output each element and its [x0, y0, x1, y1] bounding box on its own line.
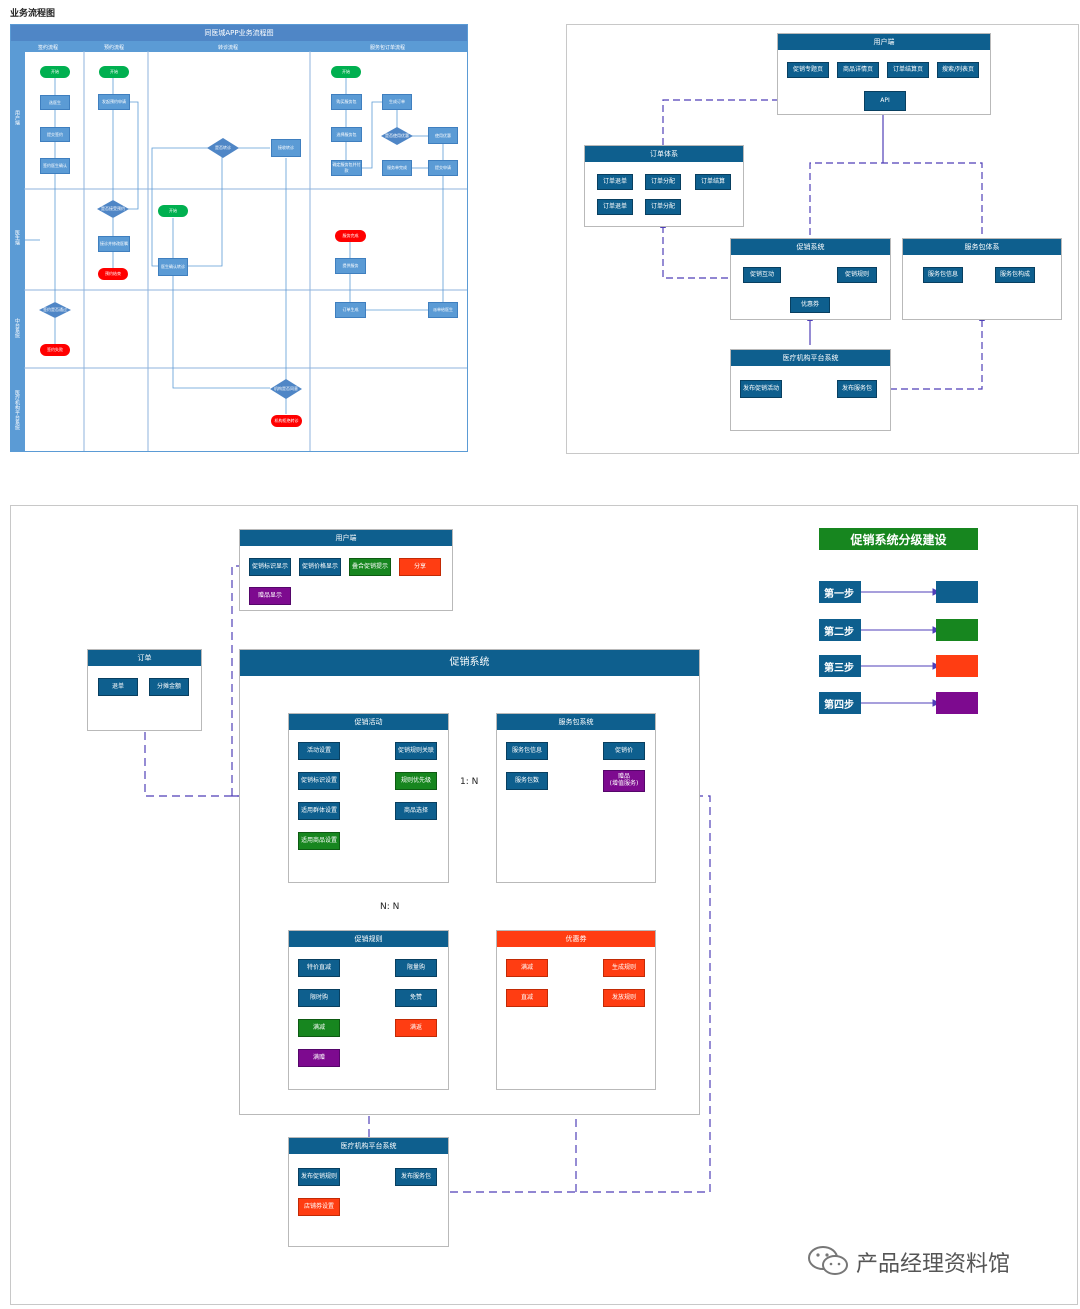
arch2-medical-platform: 医疗机构平台系统 发布促销规则 发布服务包 店铺券设置	[288, 1137, 449, 1247]
swimlane-select-package: 选择服务包	[331, 127, 362, 142]
swimlane-decision-referral	[207, 138, 239, 158]
swimlane-title: 同医城APP业务流程图	[11, 25, 467, 41]
swimlane-order-done: 服务单完成	[382, 160, 412, 176]
swimlane-appointment-request: 发起预约申请	[98, 94, 130, 110]
swimlane-decision-appointment	[97, 200, 129, 218]
arch2-promo-activity: 促销活动 活动设置 促销规则关联 促销标识设置 规则优先级 适用群体设置 商品选…	[288, 713, 449, 883]
swimlane-row-user: 用户端	[14, 110, 20, 125]
swimlane-submit-sign: 提交签约	[40, 127, 70, 142]
swimlane-sign-fail: 签约失败	[40, 344, 70, 356]
swimlane-service-done: 服务完成	[335, 230, 366, 242]
arch2-share: 分享	[399, 558, 441, 576]
swimlane-doctor-confirm: 签约医生确认	[40, 158, 70, 174]
arch2-order: 订单 退单 分摊金额	[87, 649, 202, 731]
arch1-promo-page: 促销专题页	[787, 62, 829, 78]
swimlane-doctor-referral: 医生确认转诊	[158, 258, 188, 276]
arch2-coupon: 优惠券 满减 生成规则 直减 发放规则	[496, 930, 656, 1090]
legend-step-1: 第一步	[819, 581, 861, 603]
watermark-text: 产品经理资料馆	[856, 1252, 1011, 1277]
legend-step-4: 第四步	[819, 692, 861, 714]
swimlane-submit-request: 提交申请	[428, 160, 458, 176]
swimlane-receive-referral: 接收转诊	[271, 139, 301, 157]
legend-arrows	[860, 588, 941, 707]
arch2-promo-rule: 促销规则 特价直减 限量购 限时购 免赞 满减 满返 满赠	[288, 930, 449, 1090]
relation-one-to-many: 1: N	[460, 777, 479, 787]
arch2-combined-promo-hint: 叠合促销提示	[349, 558, 391, 576]
legend-step-3: 第三步	[819, 655, 861, 677]
arch2-service-package: 服务包系统 服务包信息 促销价 服务包数 赠品 (增值服务)	[496, 713, 656, 883]
relation-many-to-many: N: N	[380, 902, 400, 912]
wechat-icon	[808, 1246, 848, 1275]
swimlane-referral-reject: 机构拒绝转诊	[271, 415, 302, 427]
legend-title: 促销系统分级建设	[819, 528, 978, 550]
swimlane-row-middle: 中台系统	[14, 318, 20, 338]
swimlane-use-discount: 使用优惠	[428, 127, 458, 144]
legend-swatch-2	[936, 619, 978, 641]
arch1-checkout-page: 订单结算页	[887, 62, 929, 78]
swimlane-start-referral: 开始	[158, 205, 188, 217]
arch1-medical-platform: 医疗机构平台系统 发布促销活动 发布服务包	[730, 349, 891, 431]
swimlane-start-appointment: 开始	[99, 66, 129, 78]
swimlane-row-doctor: 医生端	[14, 230, 20, 245]
arch2-promo-price-display: 促销价格显示	[299, 558, 341, 576]
legend-swatch-1	[936, 581, 978, 603]
arch1-detail-page: 商品详情页	[837, 62, 879, 78]
arch2-user-end: 用户端 促销标识显示 促销价格显示 叠合促销提示 分享 赠品显示	[239, 529, 453, 611]
swimlane-order-generated: 订单生成	[335, 302, 366, 318]
legend-swatch-4	[936, 692, 978, 714]
swimlane-buy-package: 购买服务包	[331, 94, 362, 110]
swimlane-decision-institution	[270, 379, 302, 399]
arch1-api: API	[864, 91, 906, 111]
swimlane-start-sign: 开始	[40, 66, 70, 78]
arch1-search-page: 搜索/列表页	[937, 62, 979, 78]
swimlane-start-package: 开始	[331, 66, 361, 78]
swimlane-decision-discount	[381, 127, 413, 145]
swimlane-decision-sign	[39, 302, 71, 318]
swimlane-pay-package: 确定服务包并付款	[331, 160, 362, 176]
arch1-order-system: 订单体系 订单退单 订单分配 订单结算 订单退单 订单分配	[584, 145, 744, 227]
swimlane-column-referral: 转诊流程	[218, 45, 239, 51]
swimlane-column-sign: 签约流程	[38, 45, 59, 51]
arch1-user-end: 用户端 促销专题页 商品详情页 订单结算页 搜索/列表页 API	[777, 33, 991, 115]
swimlane-create-order: 生成订单	[382, 94, 412, 110]
swimlane-row-medical: 医疗机构平台系统	[14, 390, 20, 430]
arch2-promo-label-display: 促销标识显示	[249, 558, 291, 576]
legend-swatch-3	[936, 655, 978, 677]
arch1-service-package: 服务包体系 服务包信息 服务包构成	[902, 238, 1062, 320]
arch1-promo-system: 促销系统 促销互动 促销规则 优惠券	[730, 238, 891, 320]
swimlane-select-doctor: 选医生	[40, 95, 70, 110]
swimlane-dispatch: 派单给医生	[428, 302, 458, 318]
page-title: 业务流程图	[10, 9, 56, 19]
swimlane-column-package-order: 服务包订单流程	[370, 45, 406, 51]
swimlane-provide-service: 提供服务	[335, 258, 366, 274]
swimlane-appointment-end: 预约结束	[98, 268, 128, 280]
swimlane-treat: 接诊并修改医嘱	[98, 236, 130, 252]
swimlane-column-appointment: 预约流程	[104, 45, 125, 51]
legend-step-2: 第二步	[819, 619, 861, 641]
swimlane-grid	[24, 51, 467, 451]
arch2-gift-display: 赠品显示	[249, 587, 291, 605]
